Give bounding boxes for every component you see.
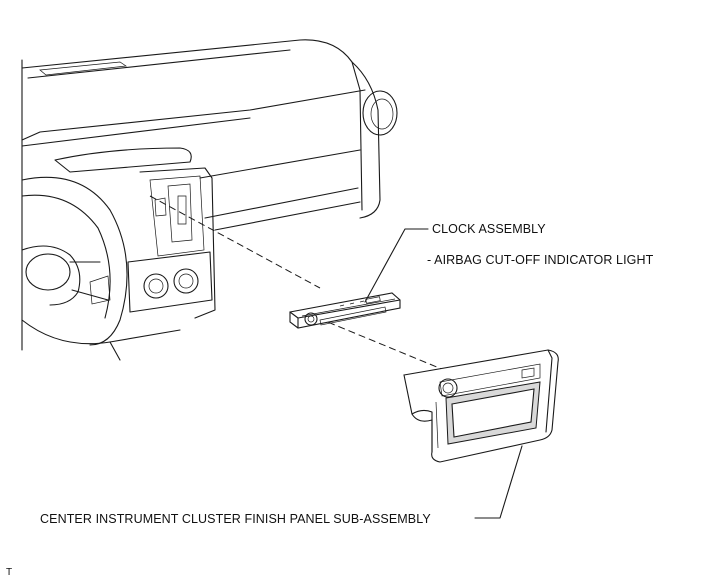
leader-line-panel (474, 445, 523, 519)
airbag-indicator-label: - AIRBAG CUT-OFF INDICATOR LIGHT (427, 253, 654, 267)
clock-assembly-label: CLOCK ASSEMBLY (432, 222, 546, 236)
finish-panel-illustration (403, 349, 559, 463)
clock-assembly-illustration (289, 292, 401, 329)
corner-code: T (6, 567, 13, 578)
finish-panel-label: CENTER INSTRUMENT CLUSTER FINISH PANEL S… (40, 512, 431, 526)
leader-line-clock (364, 228, 429, 303)
dashboard-illustration (21, 39, 398, 361)
